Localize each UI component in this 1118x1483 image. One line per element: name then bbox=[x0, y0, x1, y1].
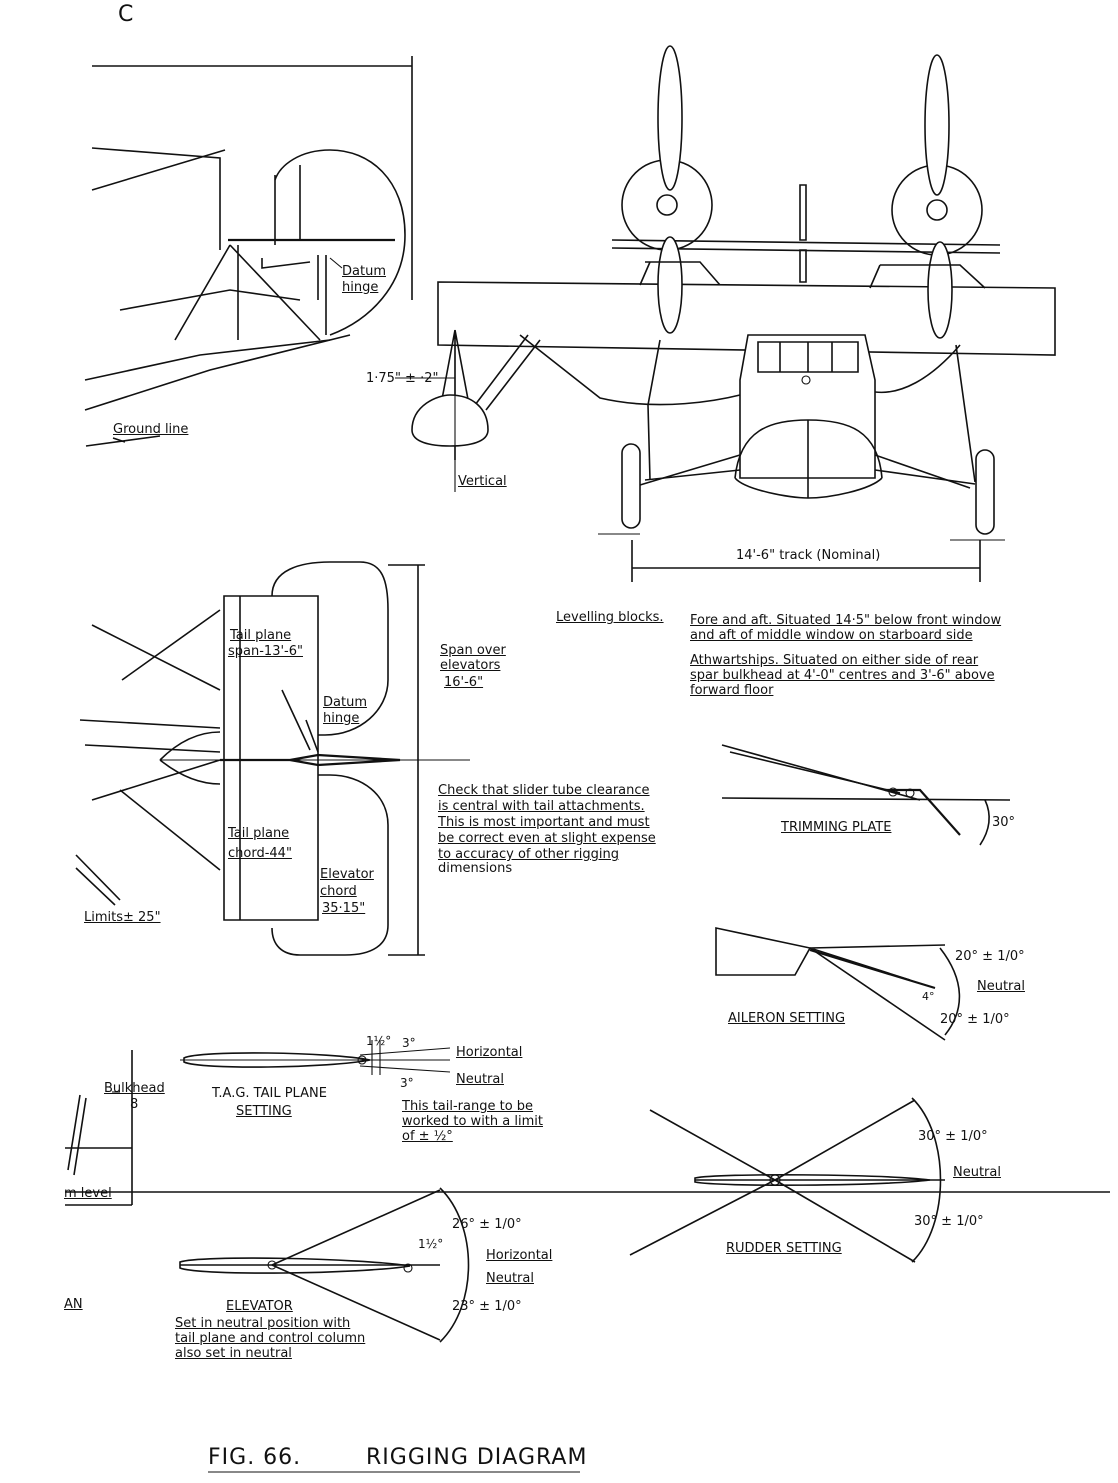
fore-aft-line2: and aft of middle window on starboard si… bbox=[690, 628, 973, 643]
tail-setting-label-line2: SETTING bbox=[236, 1104, 292, 1119]
tail-datum-hinge-line1: Datum bbox=[323, 695, 367, 710]
side-view-drawing bbox=[84, 56, 413, 447]
front-view-drawing bbox=[395, 45, 1056, 582]
tail-note-line3: of ± ½° bbox=[402, 1129, 453, 1144]
elevator-note-line1: Set in neutral position with bbox=[175, 1316, 351, 1331]
athwartships-line3: forward floor bbox=[690, 683, 774, 698]
athwartships-line2: spar bulkhead at 4'-0" centres and 3'-6"… bbox=[690, 668, 995, 683]
tail-down-angle: 3° bbox=[400, 1076, 414, 1090]
rudder-setting-label: RUDDER SETTING bbox=[726, 1241, 842, 1256]
bulkhead-fragment: AN bbox=[64, 1297, 83, 1312]
check-note-line1: Check that slider tube clearance bbox=[438, 783, 650, 798]
bulkhead-drawing bbox=[65, 1050, 133, 1206]
span-over-elevators-line3: 16'-6" bbox=[444, 675, 484, 690]
elevator-up-angle: 26° ± 1/0° bbox=[452, 1217, 522, 1232]
tolerance-label: 1·75" ± ·2" bbox=[366, 371, 439, 386]
elevator-chord-line3: 35·15" bbox=[322, 901, 366, 916]
tail-setting-label-line1: T.A.G. TAIL PLANE bbox=[212, 1086, 327, 1101]
athwartships-line1: Athwartships. Situated on either side of… bbox=[690, 653, 979, 668]
aileron-setting-label: AILERON SETTING bbox=[728, 1011, 846, 1026]
rudder-down-angle: 30° ± 1/0° bbox=[914, 1214, 984, 1229]
elevator-label: ELEVATOR bbox=[226, 1299, 293, 1314]
check-note-line2: is central with tail attachments. bbox=[438, 799, 645, 814]
rudder-up-angle: 30° ± 1/0° bbox=[918, 1129, 988, 1144]
figure-title: RIGGING DIAGRAM bbox=[366, 1445, 588, 1470]
tail-note-line2: worked to with a limit bbox=[402, 1114, 543, 1129]
aileron-neutral: Neutral bbox=[977, 979, 1025, 994]
elevator-down-angle: 23° ± 1/0° bbox=[452, 1299, 522, 1314]
elevator-horizontal: Horizontal bbox=[486, 1248, 553, 1263]
tail-plane-setting-drawing bbox=[180, 1040, 451, 1075]
span-over-elevators-line2: elevators bbox=[440, 658, 501, 673]
tail-note-line1: This tail-range to be bbox=[402, 1099, 534, 1114]
elevator-note-line2: tail plane and control column bbox=[175, 1331, 366, 1346]
elevator-small-angle: 1½° bbox=[418, 1237, 444, 1251]
check-note-line6: dimensions bbox=[438, 861, 513, 876]
elevator-chord-line1: Elevator bbox=[320, 867, 374, 882]
bulkhead-level-label: m level bbox=[64, 1186, 112, 1201]
vertical-label: Vertical bbox=[458, 474, 507, 489]
track-label: 14'-6" track (Nominal) bbox=[736, 548, 881, 563]
tail-small-angle: 1½° bbox=[366, 1034, 392, 1048]
fore-aft-line1: Fore and aft. Situated 14·5" below front… bbox=[690, 613, 1002, 628]
aileron-up-angle: 20° ± 1/0° bbox=[955, 949, 1025, 964]
trimming-plate-drawing bbox=[721, 744, 1011, 846]
elevator-neutral: Neutral bbox=[486, 1271, 534, 1286]
check-note-line4: be correct even at slight expense bbox=[438, 831, 656, 846]
side-datum-hinge-line2: hinge bbox=[342, 280, 379, 295]
limits-label: Limits± 25" bbox=[84, 910, 161, 925]
tail-neutral: Neutral bbox=[456, 1072, 504, 1087]
rudder-setting-drawing bbox=[629, 1097, 945, 1263]
levelling-blocks-label: Levelling blocks. bbox=[556, 610, 664, 625]
tail-up-angle: 3° bbox=[402, 1036, 416, 1050]
tail-span-line1: Tail plane bbox=[230, 628, 292, 643]
aileron-down-angle: 20° ± 1/0° bbox=[940, 1012, 1010, 1027]
span-over-elevators-line1: Span over bbox=[440, 643, 506, 658]
trimming-plate-label: TRIMMING PLATE bbox=[781, 820, 892, 835]
elevator-chord-line2: chord bbox=[320, 884, 357, 899]
side-datum-hinge-line1: Datum bbox=[342, 264, 386, 279]
elevator-drawing bbox=[179, 1187, 470, 1343]
check-note-line5: to accuracy of other rigging bbox=[438, 847, 619, 862]
figure-number: FIG. 66. bbox=[208, 1445, 302, 1470]
rudder-neutral: Neutral bbox=[953, 1165, 1001, 1180]
ground-line-label: Ground line bbox=[113, 422, 189, 437]
tail-datum-hinge-line2: hinge bbox=[323, 711, 360, 726]
tail-chord-line2: chord-44" bbox=[228, 846, 292, 861]
corner-mark: C bbox=[118, 2, 134, 27]
tail-plan-drawing bbox=[75, 561, 470, 956]
bulkhead-number: 8 bbox=[130, 1097, 139, 1112]
bulkhead-label: Bulkhead bbox=[104, 1081, 165, 1096]
check-note-line3: This is most important and must bbox=[438, 815, 650, 830]
tail-span-line2: span-13'-6" bbox=[228, 644, 303, 659]
aileron-small-angle: 4° bbox=[922, 990, 935, 1003]
elevator-note-line3: also set in neutral bbox=[175, 1346, 292, 1361]
trimming-plate-angle: 30° bbox=[992, 815, 1016, 830]
tail-chord-line1: Tail plane bbox=[228, 826, 290, 841]
tail-horizontal: Horizontal bbox=[456, 1045, 523, 1060]
aileron-setting-drawing bbox=[715, 927, 961, 1041]
